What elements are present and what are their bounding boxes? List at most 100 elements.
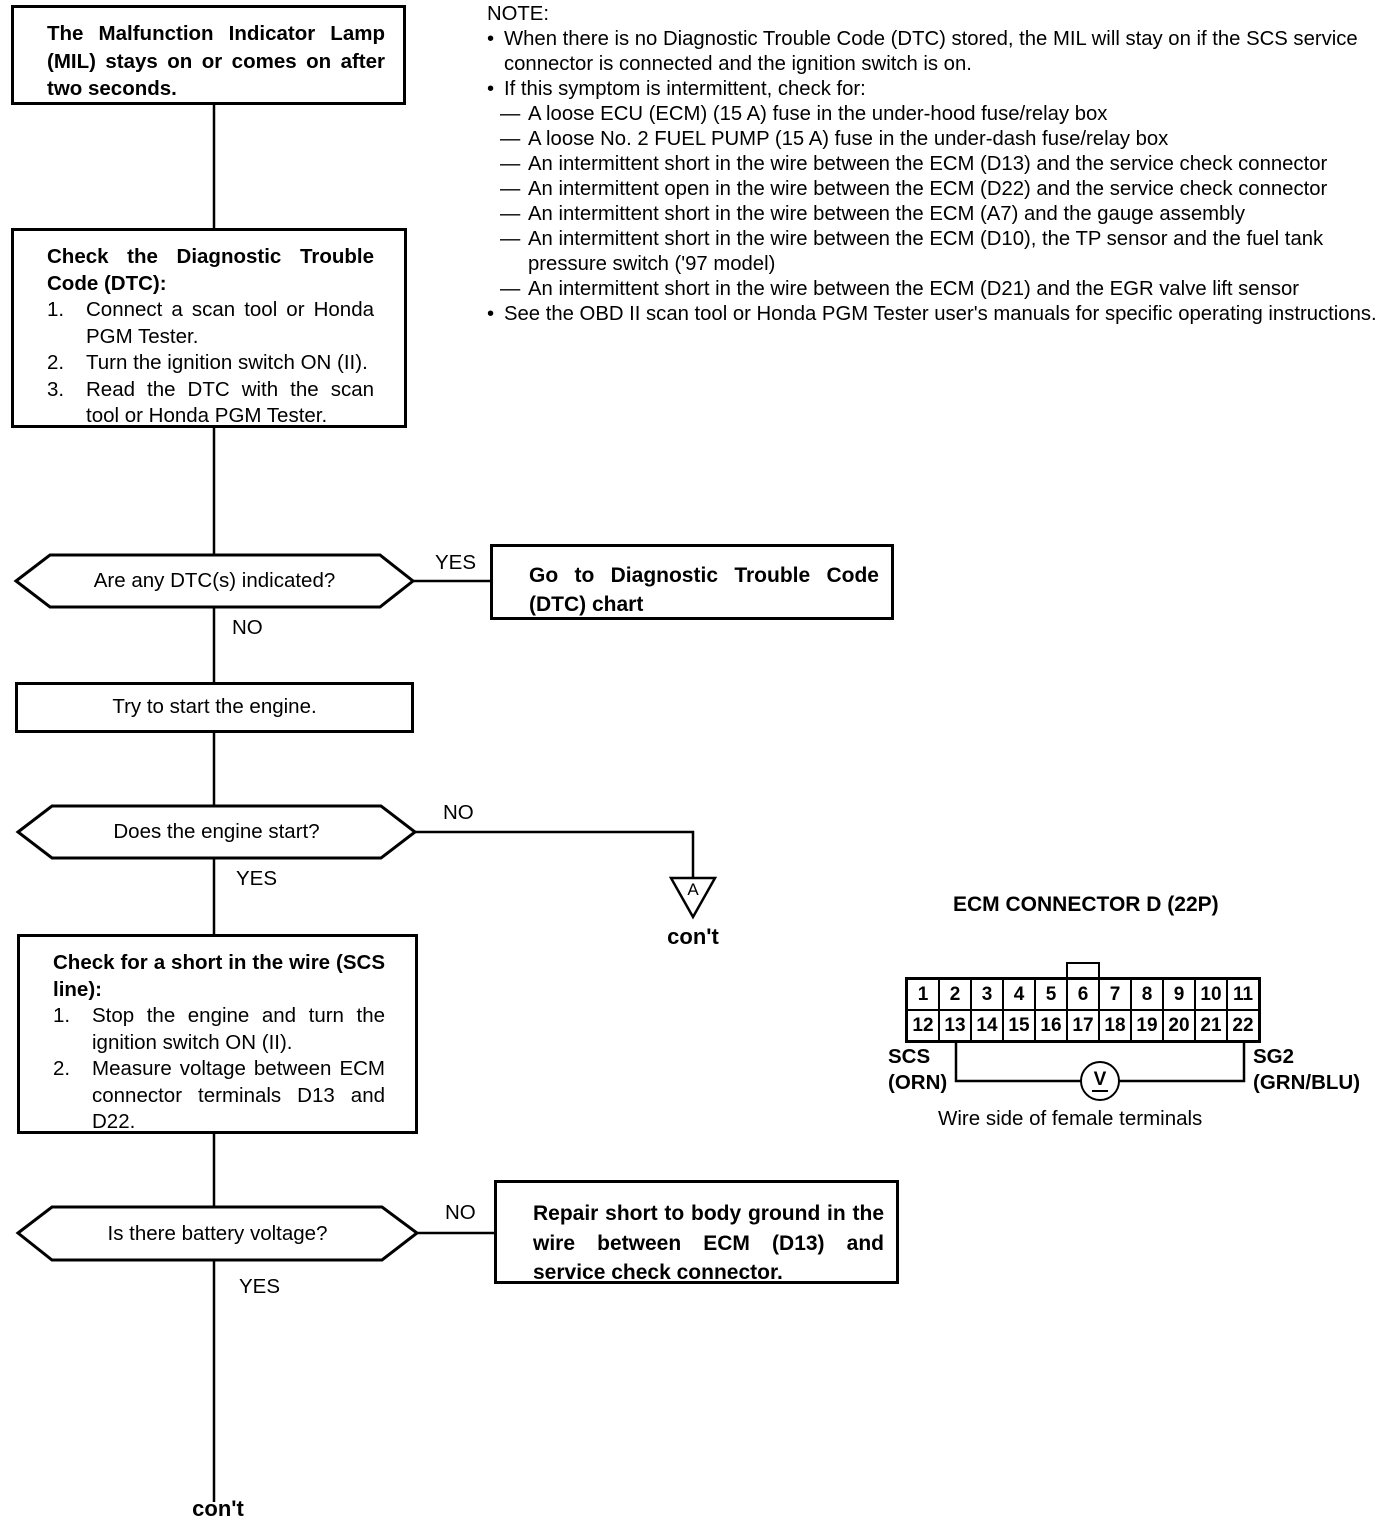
step-number: 1. [53, 1004, 71, 1027]
note-item: • See the OBD II scan tool or Honda PGM … [487, 302, 1390, 327]
note-item-text: If this symptom is intermittent, check f… [504, 78, 866, 100]
step-text: Measure voltage between ECM connector te… [92, 1057, 385, 1133]
decision-dtc-question: Are any DTC(s) indicated? [93, 569, 336, 592]
step-row: 2. Turn the ignition switch ON (II). [47, 350, 374, 377]
pin-cell: 5 [1035, 979, 1067, 1010]
note-item-text: See the OBD II scan tool or Honda PGM Te… [504, 303, 1377, 325]
scs-terminal-label: SCS (ORN) [888, 1044, 947, 1096]
pin-cell: 1 [907, 979, 939, 1010]
check-short-steps: 1. Stop the engine and turn the ignition… [53, 1003, 385, 1136]
decision-dtc-shape [13, 553, 416, 609]
no-edge-line-engine [413, 830, 695, 878]
sg2-label: SG2 [1253, 1045, 1295, 1068]
note-item-text: An intermittent short in the wire betwee… [528, 228, 1324, 275]
yes-label: YES [234, 867, 280, 891]
dash-marker: — [500, 203, 521, 225]
voltmeter-symbol: V [1091, 1069, 1109, 1092]
note-item: — An intermittent short in the wire betw… [500, 152, 1390, 177]
note-item-text: An intermittent short in the wire betwee… [528, 278, 1300, 300]
step-number: 2. [53, 1057, 71, 1080]
step-number: 2. [47, 351, 65, 374]
pin-cell: 15 [1003, 1010, 1035, 1041]
note-section: NOTE: • When there is no Diagnostic Trou… [487, 2, 1390, 327]
pin-cell: 8 [1131, 979, 1163, 1010]
dash-marker: — [500, 103, 521, 125]
pin-cell: 17 [1067, 1010, 1099, 1041]
yes-label: YES [433, 551, 479, 575]
pin-cell: 14 [971, 1010, 1003, 1041]
continuation-a-label: con't [667, 924, 719, 949]
pin-cell: 12 [907, 1010, 939, 1041]
ecm-wire-left [954, 1043, 1082, 1083]
try-start-box: Try to start the engine. [15, 682, 414, 733]
ecm-wire-right [1118, 1043, 1246, 1083]
check-short-title: Check for a short in the wire (SCS line)… [53, 951, 385, 1001]
check-dtc-title: Check the Diagnostic Trouble Code (DTC): [47, 245, 374, 295]
dash-marker: — [500, 128, 521, 150]
note-heading: NOTE: [487, 3, 549, 25]
note-item: — An intermittent short in the wire betw… [500, 277, 1390, 302]
note-item-text: When there is no Diagnostic Trouble Code… [504, 28, 1358, 75]
bullet-marker: • [487, 78, 495, 100]
step-text: Stop the engine and turn the ignition sw… [92, 1004, 385, 1054]
ecm-connector-key-tab [1066, 962, 1100, 980]
step-row: 1. Stop the engine and turn the ignition… [53, 1003, 385, 1056]
pin-cell: 21 [1195, 1010, 1227, 1041]
pin-cell: 20 [1163, 1010, 1195, 1041]
dash-marker: — [500, 153, 521, 175]
step-number: 3. [47, 377, 65, 401]
sg2-terminal-label: SG2 (GRN/BLU) [1253, 1044, 1360, 1096]
step-text: Connect a scan tool or Honda PGM Tester. [86, 298, 374, 348]
no-label: NO [230, 616, 265, 640]
decision-battery-question: Is there battery voltage? [107, 1221, 328, 1245]
pin-cell: 16 [1035, 1010, 1067, 1041]
note-item: • If this symptom is intermittent, check… [487, 77, 1390, 102]
ecm-connector-title: ECM CONNECTOR D (22P) [953, 893, 1219, 916]
pin-cell: 22 [1227, 1010, 1259, 1041]
continuation-bottom-label: con't [192, 1496, 244, 1521]
step-row: 3. Read the DTC with the scan tool or Ho… [47, 377, 374, 430]
note-item: — An intermittent short in the wire betw… [500, 227, 1390, 277]
yes-label: YES [237, 1275, 283, 1299]
note-item-text: A loose No. 2 FUEL PUMP (15 A) fuse in t… [528, 128, 1169, 150]
note-item: • When there is no Diagnostic Trouble Co… [487, 27, 1390, 77]
note-item: — An intermittent open in the wire betwe… [500, 177, 1390, 202]
step-row: 1. Connect a scan tool or Honda PGM Test… [47, 297, 374, 350]
check-short-box: Check for a short in the wire (SCS line)… [17, 934, 418, 1134]
scs-label: SCS [888, 1045, 931, 1068]
step-row: 2. Measure voltage between ECM connector… [53, 1056, 385, 1136]
pin-cell: 3 [971, 979, 1003, 1010]
start-box: The Malfunction Indicator Lamp (MIL) sta… [11, 5, 406, 105]
no-label: NO [443, 1201, 478, 1225]
continuation-triangle [668, 876, 718, 920]
note-item-text: An intermittent short in the wire betwee… [528, 203, 1245, 225]
pin-cell: 2 [939, 979, 971, 1010]
pin-cell: 4 [1003, 979, 1035, 1010]
bullet-marker: • [487, 303, 495, 325]
check-dtc-steps: 1. Connect a scan tool or Honda PGM Test… [47, 297, 374, 430]
pin-cell: 19 [1131, 1010, 1163, 1041]
dash-marker: — [500, 178, 521, 200]
repair-box: Repair short to body ground in the wire … [494, 1180, 899, 1284]
wire-side-caption: Wire side of female terminals [938, 1107, 1203, 1130]
step-text: Turn the ignition switch ON (II). [86, 351, 368, 374]
dash-marker: — [500, 278, 521, 300]
pin-cell: 9 [1163, 979, 1195, 1010]
pin-cell: 10 [1195, 979, 1227, 1010]
pin-cell: 6 [1067, 979, 1099, 1010]
step-text: Read the DTC with the scan tool or Honda… [86, 377, 374, 428]
pin-cell: 11 [1227, 979, 1259, 1010]
orn-wire-label: (ORN) [888, 1071, 948, 1094]
note-item: — A loose No. 2 FUEL PUMP (15 A) fuse in… [500, 127, 1390, 152]
goto-dtc-box: Go to Diagnostic Trouble Code (DTC) char… [490, 544, 894, 620]
no-label: NO [441, 801, 476, 825]
note-item: — An intermittent short in the wire betw… [500, 202, 1390, 227]
decision-engine-question: Does the engine start? [113, 820, 320, 843]
pin-cell: 18 [1099, 1010, 1131, 1041]
ecm-pin-grid: 1 2 3 4 5 6 7 8 9 10 11 12 13 14 15 16 1… [905, 977, 1261, 1043]
dash-marker: — [500, 228, 521, 250]
grnblu-wire-label: (GRN/BLU) [1253, 1071, 1361, 1094]
note-item-text: A loose ECU (ECM) (15 A) fuse in the und… [528, 103, 1108, 125]
check-dtc-box: Check the Diagnostic Trouble Code (DTC):… [11, 228, 407, 428]
